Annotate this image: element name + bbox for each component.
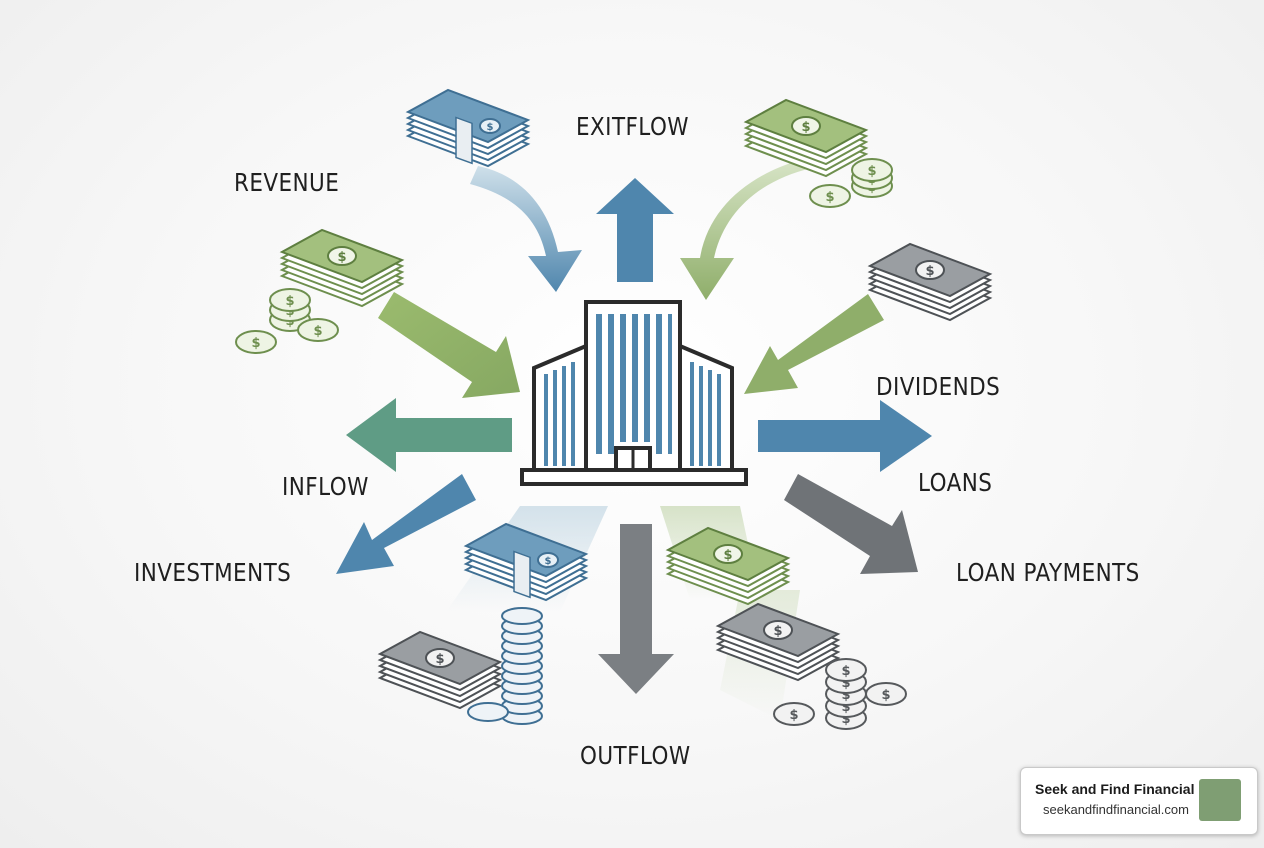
incoming-curved-arrow-blue xyxy=(470,166,582,292)
investments-arrow xyxy=(336,474,476,574)
blue-bill-stack-icon xyxy=(407,89,529,167)
label-outflow: OUTFLOW xyxy=(580,741,691,770)
revenue-arrow xyxy=(378,292,520,398)
brand-name: Seek and Find Financial xyxy=(1035,781,1195,797)
gray-bill-stack-icon xyxy=(869,243,991,321)
label-loan-payments: LOAN PAYMENTS xyxy=(956,558,1140,587)
loan-payments-arrow xyxy=(784,474,918,574)
brand-url[interactable]: seekandfindfinancial.com xyxy=(1043,802,1189,817)
incoming-arrow-from-right xyxy=(744,294,884,394)
blue-coin-stack-icon xyxy=(467,607,543,725)
inflow-arrow xyxy=(346,398,512,472)
branding-card[interactable]: Seek and Find Financial seekandfindfinan… xyxy=(1020,767,1258,835)
outflow-arrow xyxy=(598,524,674,694)
label-revenue: REVENUE xyxy=(234,168,340,197)
brand-logo xyxy=(1199,779,1241,821)
label-inflow: INFLOW xyxy=(282,472,369,501)
label-exitflow: EXITFLOW xyxy=(576,112,689,141)
dividends-arrow xyxy=(758,400,932,472)
green-bill-stack-icon xyxy=(667,527,789,605)
green-bill-stack-icon xyxy=(745,99,867,177)
green-coin-stack-icon xyxy=(235,288,339,354)
label-loans: LOANS xyxy=(918,468,993,497)
exitflow-up-arrow xyxy=(596,178,674,282)
gray-bill-stack-icon xyxy=(379,631,501,709)
label-dividends: DIVIDENDS xyxy=(876,372,1001,401)
incoming-curved-arrow-green xyxy=(680,160,812,300)
label-investments: INVESTMENTS xyxy=(134,558,292,587)
bank-building-icon xyxy=(520,300,748,486)
